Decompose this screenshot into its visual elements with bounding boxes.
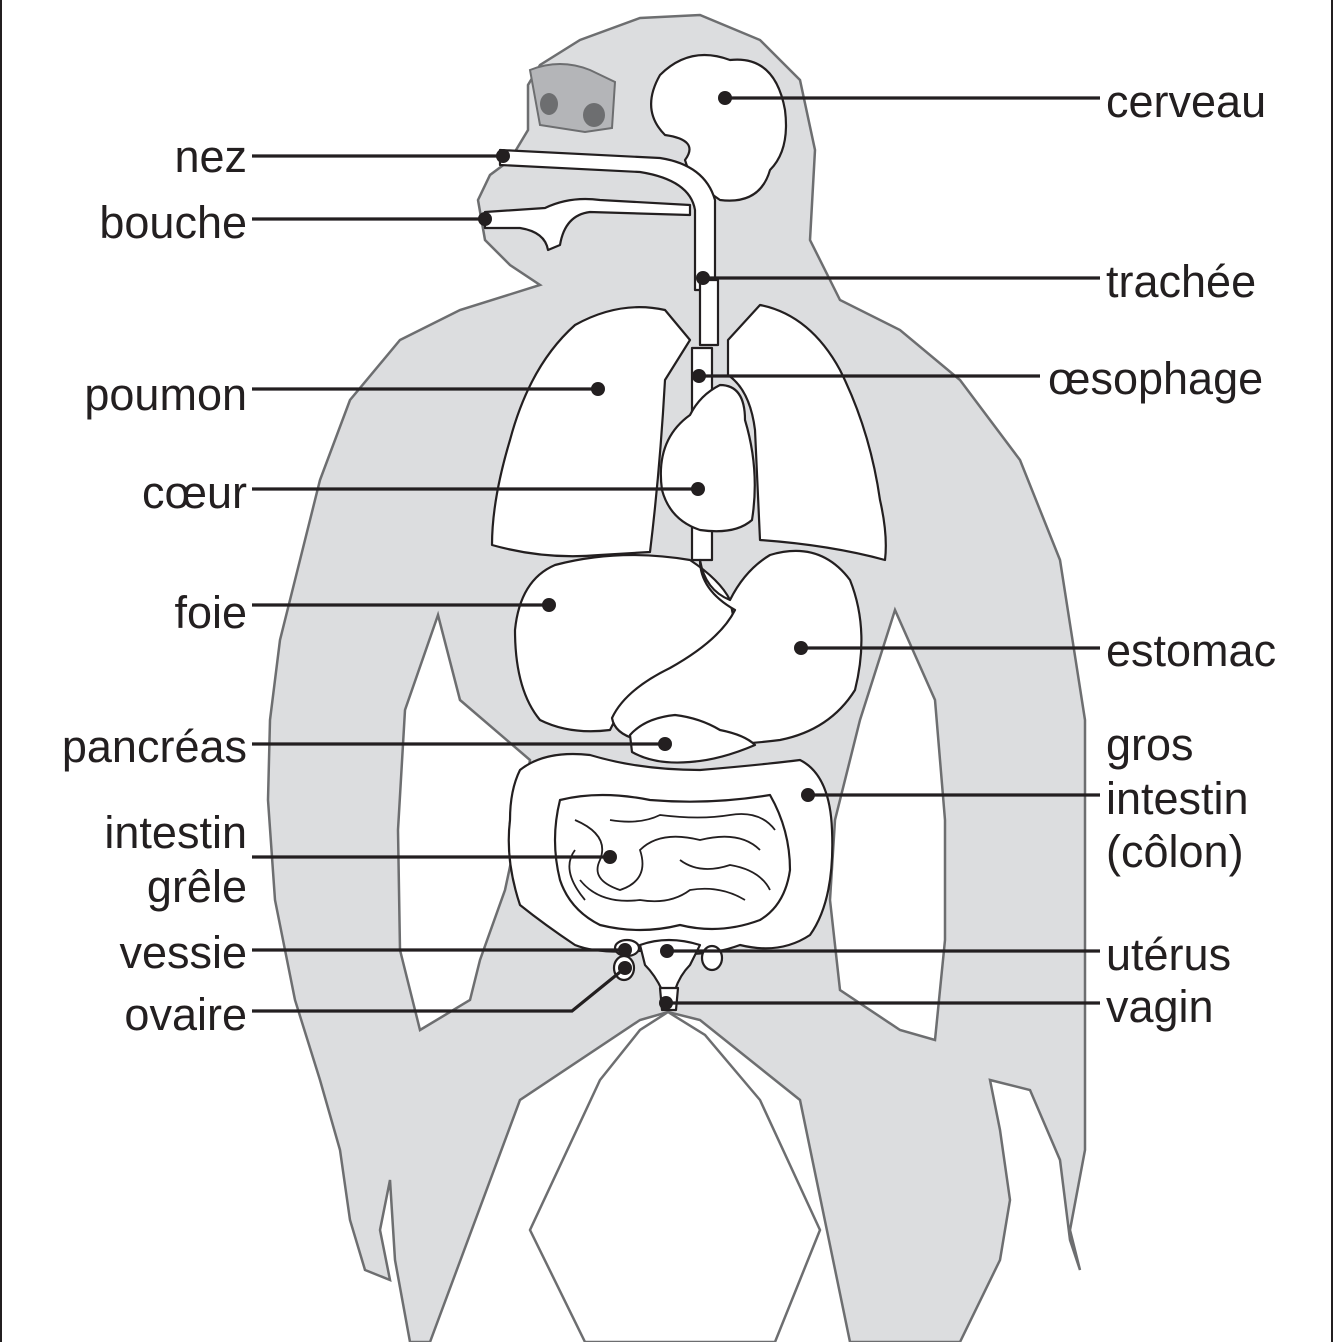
- label-gros-intestin-line3: (côlon): [1106, 826, 1244, 877]
- label-gros-intestin-line1: gros: [1106, 719, 1194, 770]
- label-uterus: utérus: [1106, 929, 1231, 980]
- label-pancreas: pancréas: [62, 721, 247, 772]
- label-gros-intestin-line2: intestin: [1106, 773, 1249, 824]
- label-poumon: poumon: [84, 369, 247, 420]
- left-labels: nez bouche poumon cœur foie pancréas int…: [62, 131, 247, 1040]
- label-trachee: trachée: [1106, 256, 1256, 307]
- label-intestin-grele-line2: grêle: [147, 861, 247, 912]
- label-vessie: vessie: [119, 927, 247, 978]
- label-nez: nez: [174, 131, 247, 182]
- label-bouche: bouche: [99, 197, 247, 248]
- label-intestin-grele-line1: intestin: [104, 807, 247, 858]
- trachea: [700, 280, 718, 345]
- label-foie: foie: [174, 587, 247, 638]
- label-ovaire: ovaire: [124, 989, 247, 1040]
- label-vagin: vagin: [1106, 981, 1214, 1032]
- label-oesophage: œsophage: [1048, 353, 1263, 404]
- label-estomac: estomac: [1106, 625, 1276, 676]
- label-coeur: cœur: [142, 467, 247, 518]
- label-cerveau: cerveau: [1106, 76, 1266, 127]
